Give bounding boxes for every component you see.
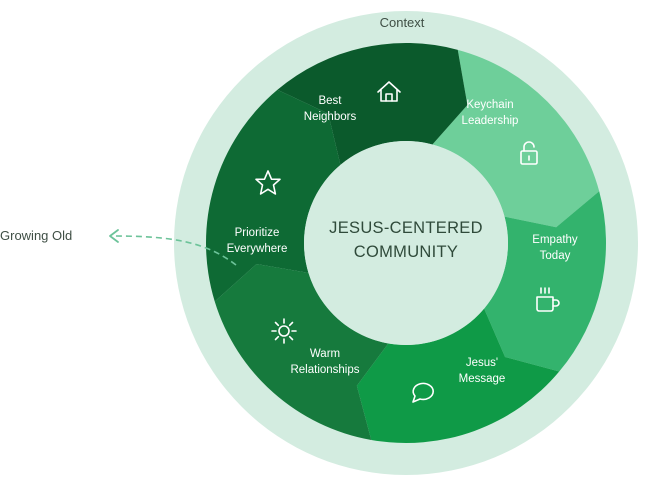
best-neighbors-label-line2: Neighbors <box>304 111 357 123</box>
jesus-message-segment <box>356 308 560 443</box>
growing-old-arrow <box>111 235 237 266</box>
center-title-line1: JESUS-CENTERED <box>329 219 483 237</box>
growing-old-label: Growing Old <box>0 228 72 243</box>
segments-layer <box>205 43 606 443</box>
empathy-today-label-line1: Empathy <box>532 234 578 246</box>
context-label: Context <box>380 15 425 30</box>
keychain-leadership-label-line2: Leadership <box>462 115 519 127</box>
speech-bubble-icon <box>412 382 434 403</box>
empathy-today-label-line2: Today <box>540 250 571 262</box>
warm-relationships-label-line2: Relationships <box>290 364 359 376</box>
mug-icon <box>536 287 560 312</box>
prioritize-everywhere-segment <box>205 89 341 302</box>
warm-relationships-label-line1: Warm <box>310 348 340 360</box>
best-neighbors-segment <box>277 43 468 165</box>
center-circle <box>304 141 508 345</box>
arrow-head-icon <box>109 229 119 243</box>
star-icon <box>255 170 281 195</box>
keychain-leadership-segment <box>432 49 600 228</box>
keychain-leadership-label-line1: Keychain <box>466 99 513 111</box>
warm-relationships-segment <box>214 264 389 440</box>
prioritize-everywhere-label-line2: Everywhere <box>227 243 288 255</box>
lock-icon <box>520 141 538 165</box>
empathy-today-segment <box>484 191 606 372</box>
sun-icon <box>271 318 297 344</box>
best-neighbors-label-line1: Best <box>318 95 342 107</box>
prioritize-everywhere-label-line1: Prioritize <box>235 227 280 239</box>
jesus-message-label-line1: Jesus' <box>466 357 498 369</box>
center-title-line2: COMMUNITY <box>354 243 458 261</box>
house-icon <box>377 81 401 102</box>
jesus-message-label-line2: Message <box>459 373 506 385</box>
